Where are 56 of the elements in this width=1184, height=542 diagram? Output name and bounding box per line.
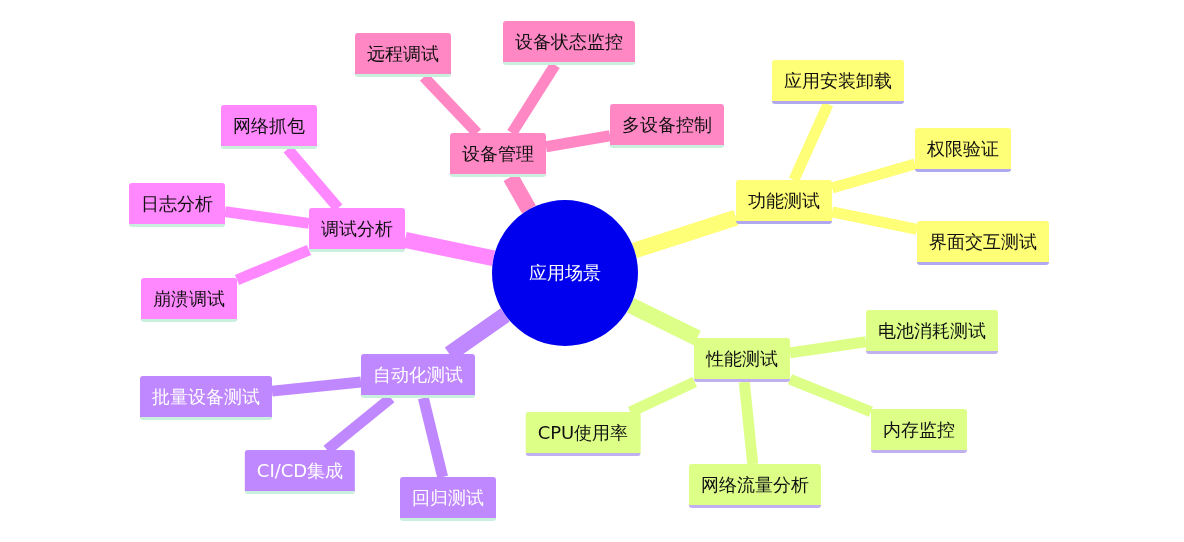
connector-line (224, 206, 310, 229)
connector-line (234, 244, 312, 286)
topic-box (355, 33, 451, 77)
topic-box (915, 128, 1011, 172)
node-label: 设备状态监控 (515, 29, 623, 54)
connector-line (627, 298, 701, 346)
node-label: 日志分析 (141, 191, 213, 216)
connector-line (830, 206, 919, 235)
node-label: 网络抓包 (233, 113, 305, 138)
node-label: 电池消耗测试 (878, 318, 986, 343)
topic-box (400, 477, 496, 521)
topic-box (141, 278, 237, 322)
node-label: CI/CD集成 (256, 458, 344, 483)
topic-box (361, 354, 475, 398)
topic-box (917, 221, 1049, 265)
node-label: 多设备控制 (622, 112, 712, 137)
topic-box (450, 133, 546, 177)
node-label: 应用场景 (529, 261, 601, 285)
node-label: 界面交互测试 (929, 229, 1037, 254)
connector-line (271, 376, 362, 397)
topic-box (244, 450, 356, 494)
topic-box (689, 464, 821, 508)
connector-line (787, 374, 874, 417)
node-label: 应用安装卸载 (784, 68, 892, 93)
node-label: 设备管理 (462, 141, 534, 166)
connector-line (789, 336, 867, 359)
node-label: 崩溃调试 (153, 286, 225, 311)
connector-line (631, 209, 739, 259)
node-label: 远程调试 (367, 41, 439, 66)
topic-box (610, 104, 724, 148)
topic-box (309, 208, 405, 252)
node-label: 功能测试 (748, 188, 820, 213)
node-label: 网络流量分析 (701, 472, 809, 497)
node-label: 批量设备测试 (152, 384, 260, 409)
topic-box (503, 21, 635, 65)
node-label: 自动化测试 (373, 362, 463, 387)
connector-line (738, 381, 759, 465)
connector-line (545, 130, 611, 153)
node-label: 内存监控 (883, 417, 955, 442)
topic-box (871, 409, 967, 453)
topic-box (140, 376, 272, 420)
topic-box (866, 310, 998, 354)
node-label: 性能测试 (706, 346, 778, 371)
topic-box (221, 105, 317, 149)
connector-line (403, 232, 496, 267)
topic-box (736, 180, 832, 224)
connector-line (418, 396, 448, 479)
connector-line (830, 158, 917, 194)
node-label: 权限验证 (927, 136, 999, 161)
topic-box (525, 412, 641, 456)
node-label: CPU使用率 (537, 420, 629, 445)
node-label: 回归测试 (412, 485, 484, 510)
node-label: 调试分析 (321, 216, 393, 241)
topic-box (772, 60, 904, 104)
topic-box (129, 183, 225, 227)
topic-box (694, 338, 790, 382)
